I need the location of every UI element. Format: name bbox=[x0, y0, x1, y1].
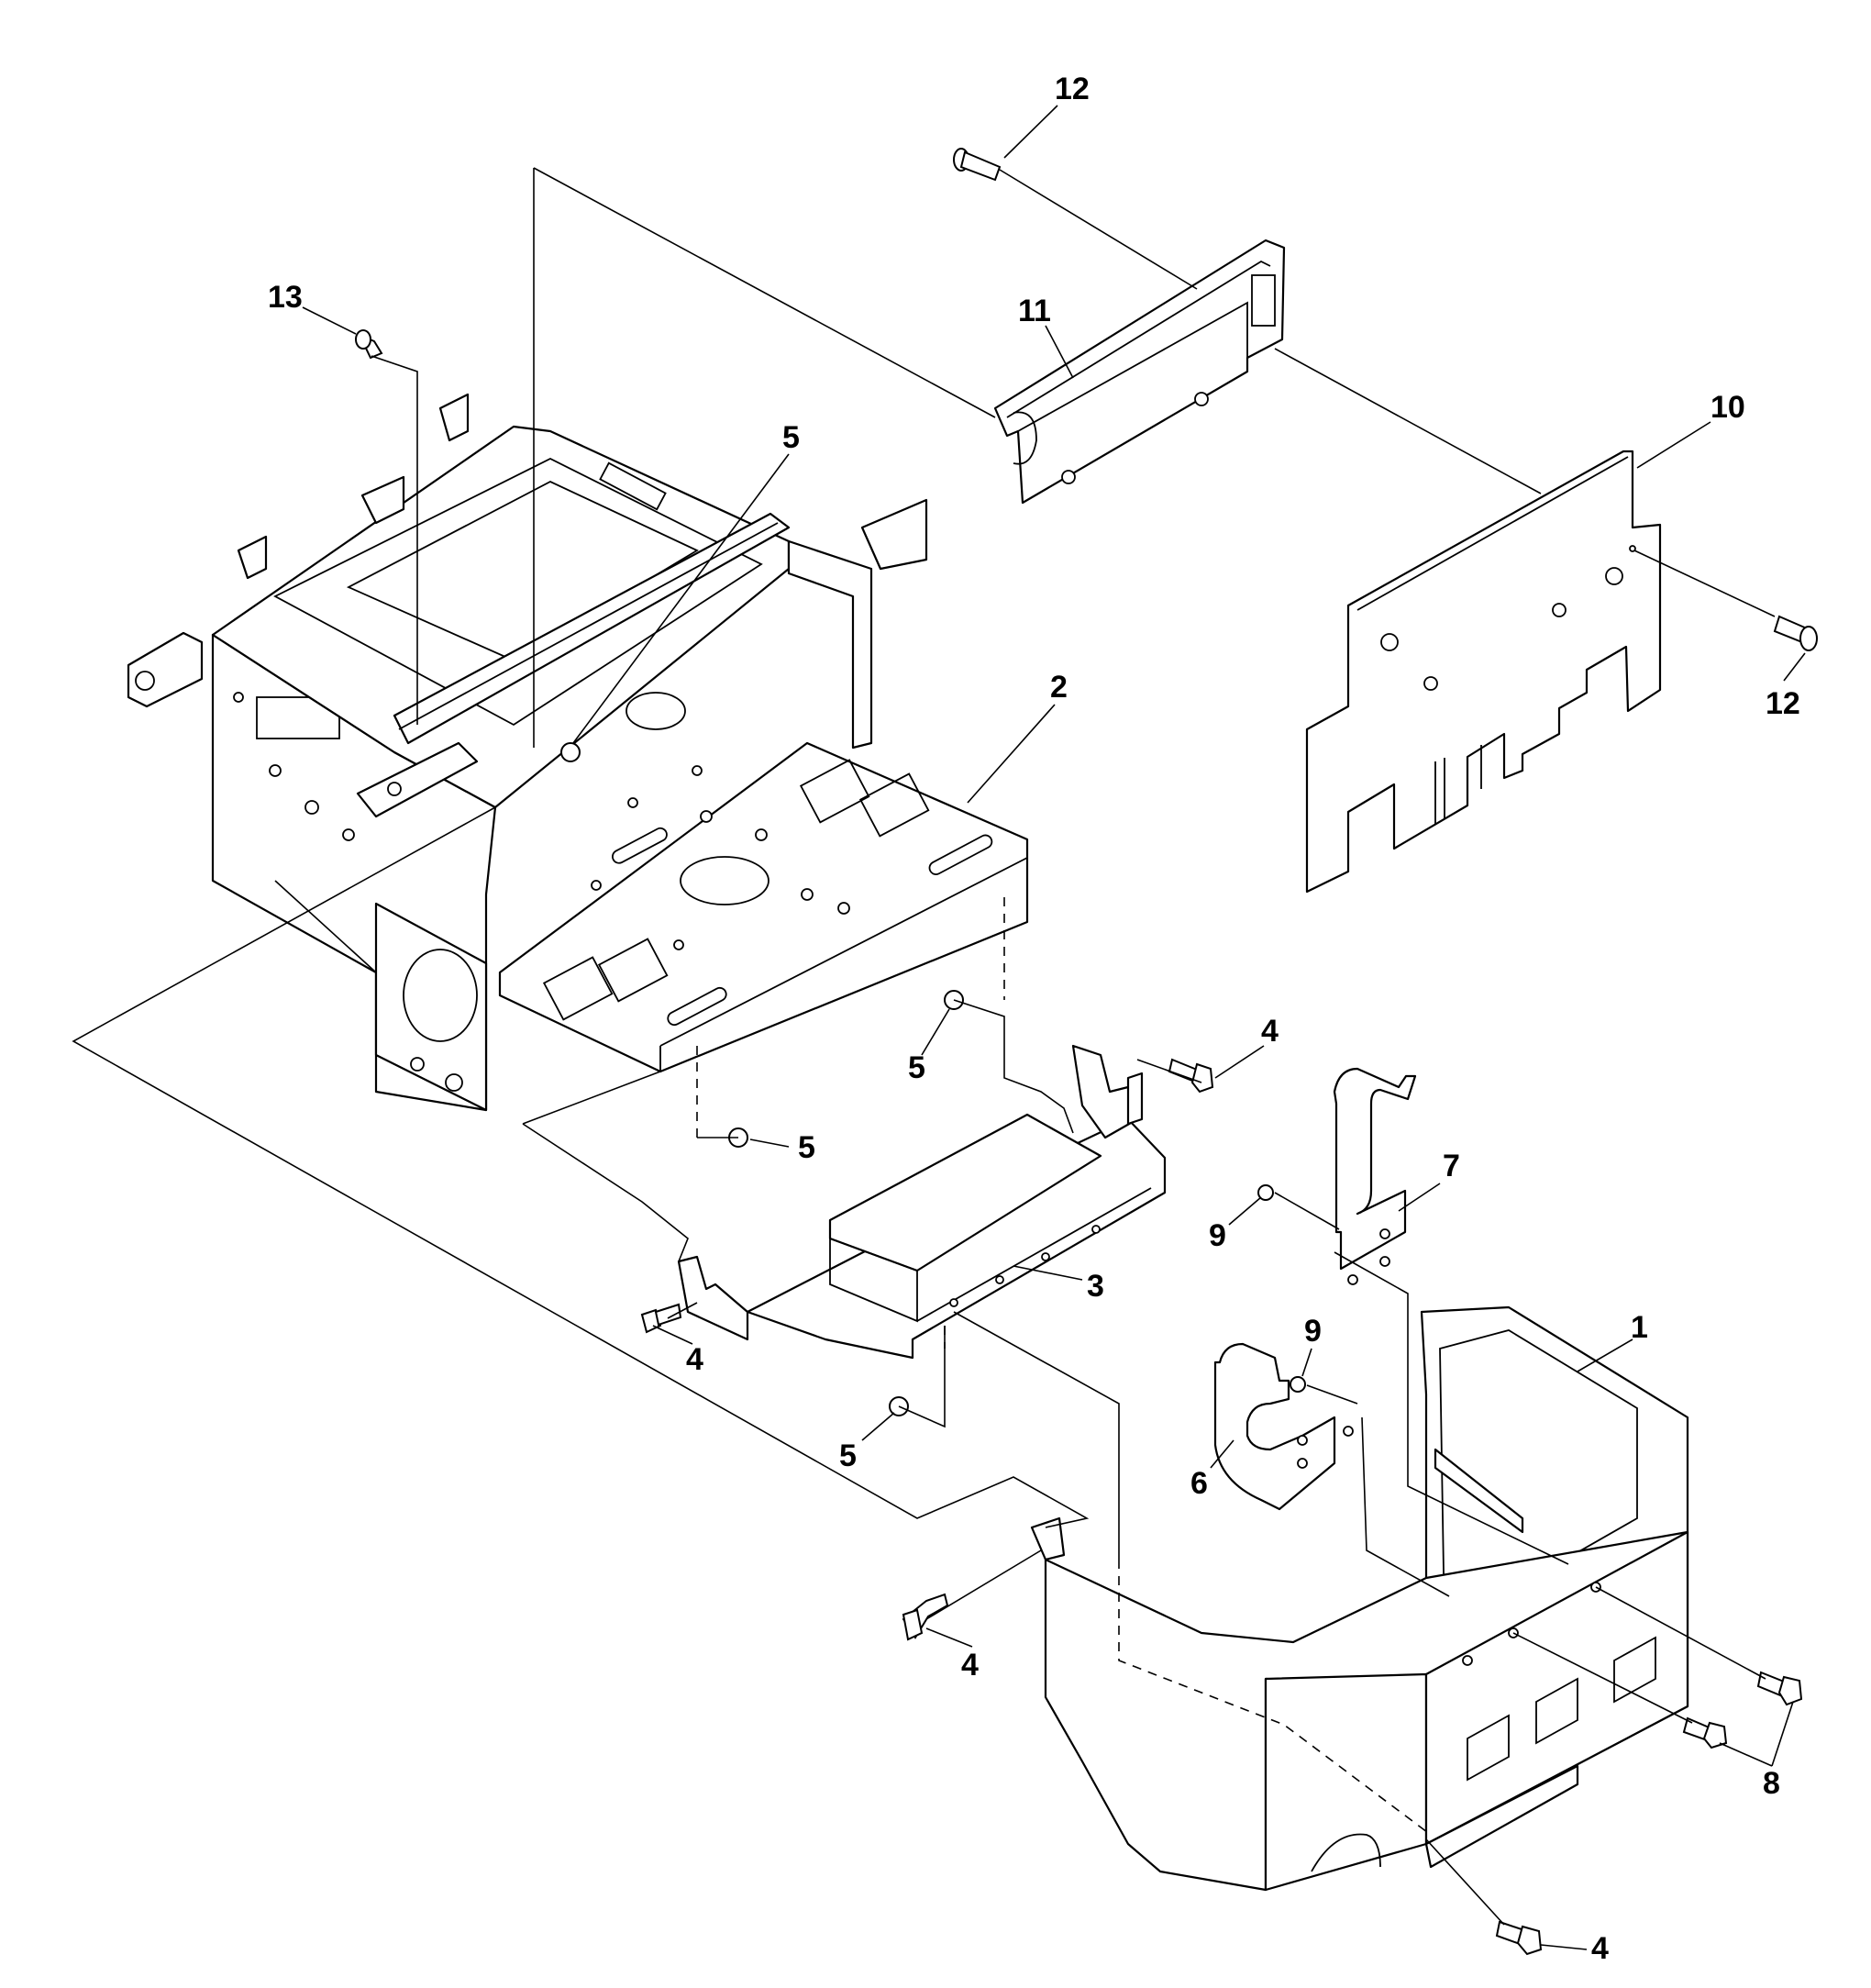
callout-3: 3 bbox=[1087, 1269, 1104, 1304]
callout-9-lower: 9 bbox=[1304, 1314, 1322, 1349]
callout-11: 11 bbox=[1018, 294, 1051, 328]
part-11-upper-panel bbox=[993, 239, 1286, 505]
nut-9-upper bbox=[1257, 1184, 1274, 1201]
callout-leaders bbox=[302, 105, 1806, 1950]
bolt-4-bottom-right bbox=[1495, 1920, 1543, 1956]
callout-12-right: 12 bbox=[1766, 686, 1800, 721]
assembly-lines bbox=[72, 167, 1776, 1926]
part-2-main-frame bbox=[127, 393, 1029, 1112]
callout-5-bottom: 5 bbox=[839, 1438, 857, 1473]
bolt-8-lower bbox=[1682, 1716, 1728, 1749]
screw-12-right bbox=[1773, 615, 1818, 651]
callout-5-top: 5 bbox=[782, 420, 800, 455]
callout-1: 1 bbox=[1631, 1310, 1648, 1345]
callout-9-upper: 9 bbox=[1209, 1218, 1226, 1253]
callout-13: 13 bbox=[268, 280, 303, 315]
bolt-4-bottom bbox=[902, 1593, 949, 1641]
part-6-bracket bbox=[1213, 1342, 1354, 1511]
part-1-front-housing bbox=[1030, 1305, 1689, 1892]
callout-10: 10 bbox=[1710, 390, 1745, 425]
bolt-4-upper bbox=[1168, 1058, 1214, 1094]
callout-4-left: 4 bbox=[686, 1342, 703, 1377]
callout-4-bottom-right: 4 bbox=[1591, 1931, 1609, 1966]
bolt-8-upper bbox=[1756, 1671, 1803, 1706]
callout-2: 2 bbox=[1050, 670, 1068, 705]
part-7-bracket bbox=[1333, 1067, 1417, 1285]
callout-6: 6 bbox=[1190, 1466, 1208, 1501]
nut-5-top bbox=[560, 742, 581, 762]
part-3-cross-member bbox=[677, 1044, 1167, 1360]
callout-4-upper: 4 bbox=[1261, 1014, 1279, 1049]
callout-8: 8 bbox=[1763, 1766, 1780, 1801]
callout-labels: 12 13 11 10 5 12 2 4 5 7 5 9 3 4 9 1 5 6… bbox=[268, 72, 1800, 1966]
callout-7: 7 bbox=[1443, 1149, 1460, 1183]
nut-9-lower bbox=[1290, 1376, 1306, 1393]
bolt-4-left bbox=[640, 1303, 682, 1334]
callout-5-lower: 5 bbox=[798, 1130, 815, 1165]
callout-5-mid: 5 bbox=[908, 1050, 925, 1085]
part-10-rear-panel bbox=[1305, 450, 1662, 894]
callout-12-top: 12 bbox=[1055, 72, 1090, 106]
callout-4-bottom: 4 bbox=[961, 1648, 979, 1683]
screw-12-top bbox=[953, 148, 1002, 182]
screw-13 bbox=[355, 329, 383, 360]
